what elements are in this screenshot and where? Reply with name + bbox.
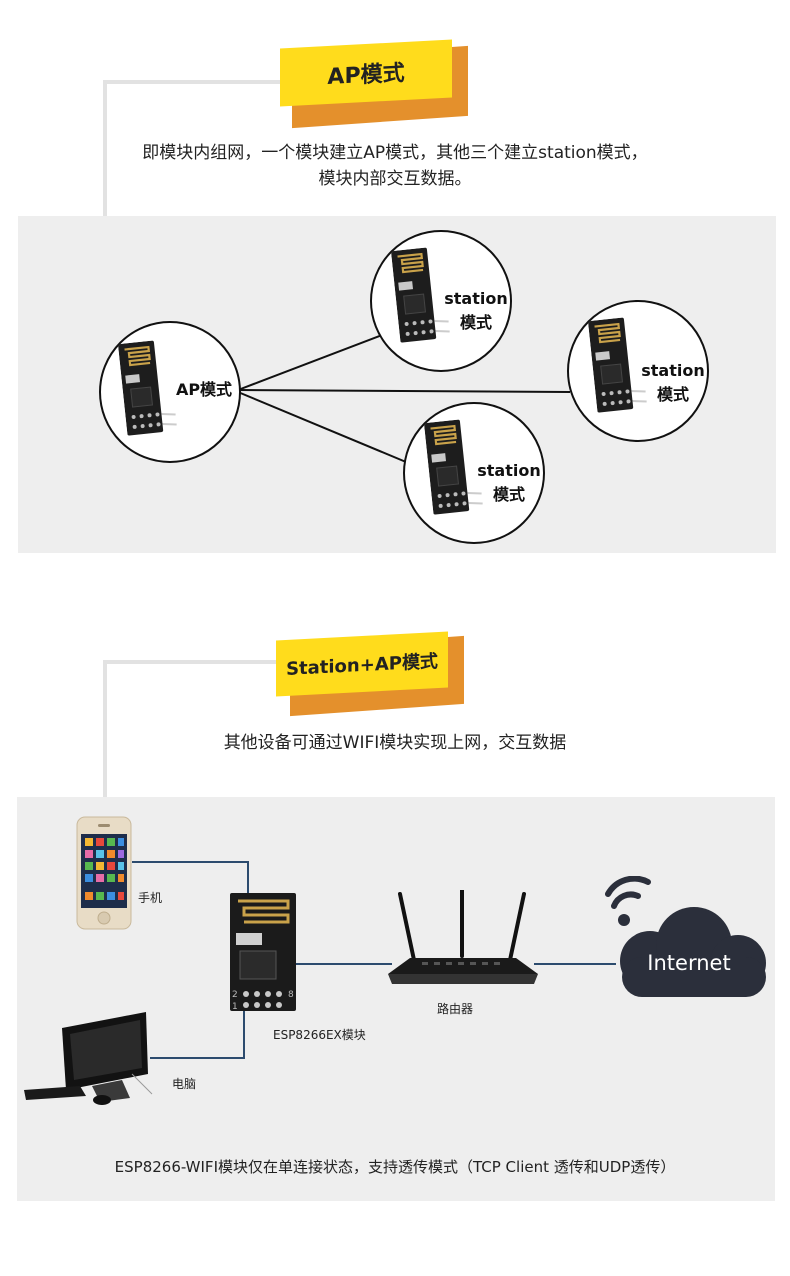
link-ap-to-station-bottom [237,391,407,463]
connector-line-vertical-2 [103,660,107,798]
router-label: 路由器 [437,1002,474,1016]
station-node-top-label-2: 模式 [459,313,492,332]
station-node-top-label-1: station [444,289,508,308]
section1-description-line2: 模块内部交互数据。 [318,169,472,189]
ap-node-label: AP模式 [175,380,233,399]
station-node-right-label-2: 模式 [656,385,689,404]
section2-description: 其他设备可通过WIFI模块实现上网，交互数据 [223,733,567,753]
esp8266-module-icon: 2 1 8 [230,893,296,1012]
link-phone-to-module [132,861,249,895]
module-label: ESP8266EX模块 [273,1028,366,1042]
station-node-right-label-1: station [641,361,705,380]
svg-text:1: 1 [232,1002,238,1012]
link-ap-to-station-top [237,334,383,391]
pc-label: 电脑 [172,1077,197,1091]
station-node-right-circle: station 模式 [567,300,709,442]
link-pc-to-module [150,1010,245,1059]
router-icon [388,890,538,984]
station-ap-diagram-panel [17,797,775,1201]
desktop-pc-icon [24,1012,153,1105]
svg-text:2: 2 [232,990,238,1000]
station-node-top-circle: station 模式 [370,230,512,372]
station-node-bottom-label-2: 模式 [492,485,525,504]
smartphone-icon [76,816,132,930]
footer-note: ESP8266-WIFI模块仅在单连接状态，支持透传模式（TCP Client … [114,1158,676,1176]
connector-line-vertical-1 [103,80,107,216]
phone-label: 手机 [138,891,163,905]
station-node-bottom-circle: station 模式 [403,402,545,544]
internet-label: Internet [647,951,731,975]
wifi-signal-icon [605,876,651,926]
connector-line-horizontal-2 [103,660,281,664]
ap-node-circle: AP模式 [99,321,241,463]
link-ap-to-station-right [237,389,571,393]
connector-line-horizontal-1 [103,80,285,84]
svg-text:8: 8 [288,990,294,1000]
cloud-icon [620,907,766,997]
station-node-bottom-label-1: station [477,461,541,480]
ap-mode-connection-lines [237,334,571,463]
section1-description-line1: 即模块内组网，一个模块建立AP模式，其他三个建立station模式， [142,143,648,163]
